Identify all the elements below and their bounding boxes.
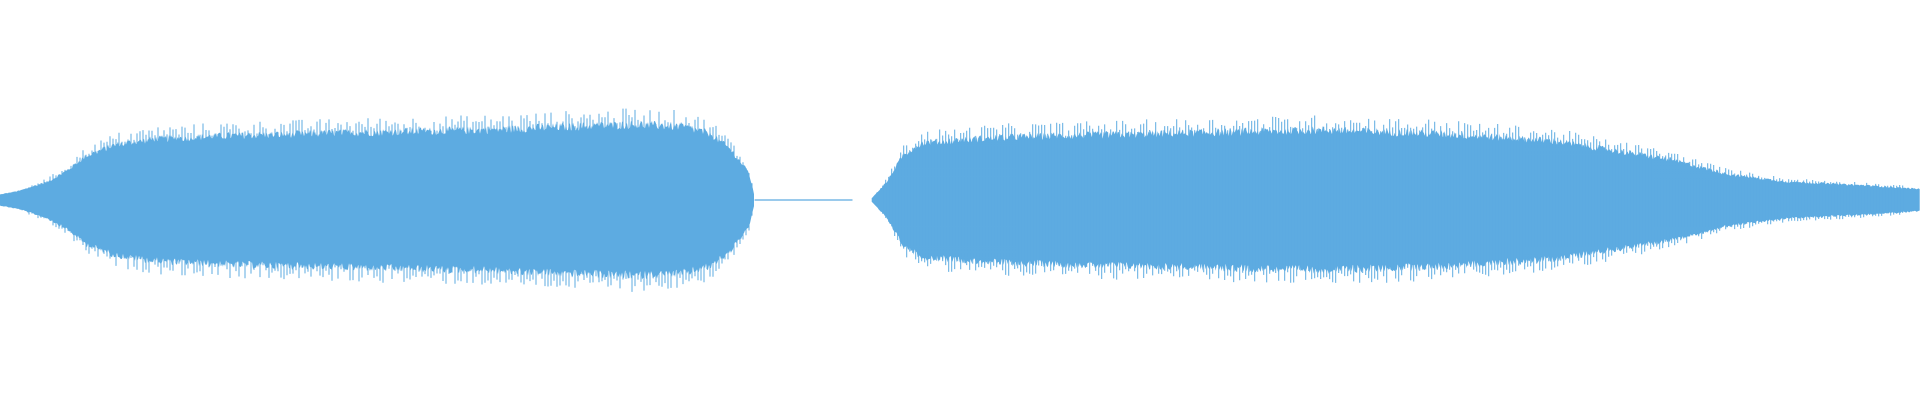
- segment-2-peaks: [882, 115, 1904, 283]
- waveform-segments: [0, 108, 1920, 292]
- segment-1-peaks: [28, 108, 753, 292]
